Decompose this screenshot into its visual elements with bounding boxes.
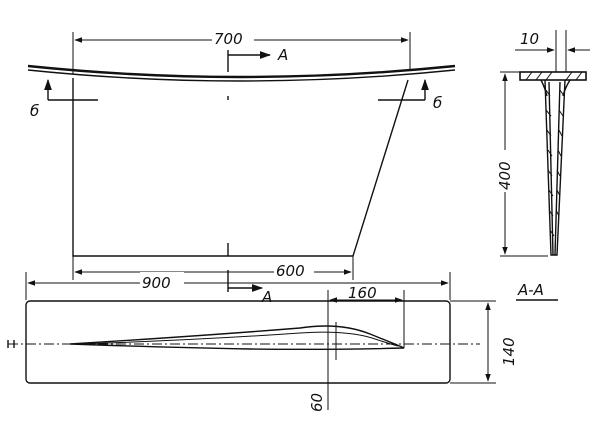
dim-900-label: 900 (142, 274, 171, 292)
plan-view: 900 160 60 140 (7, 272, 518, 412)
section-b-left-label: б (30, 102, 39, 120)
dim-700-label: 700 (214, 30, 243, 48)
base-plate (25, 300, 451, 384)
fin-profile (69, 325, 405, 351)
section-web (544, 79, 566, 256)
section-a-a-view: 10 400 А-А (494, 30, 590, 301)
section-caption: А-А (517, 281, 544, 299)
section-a-top-label: A (277, 46, 288, 64)
top-flange-lower-edge (27, 69, 456, 82)
dim-60-label: 60 (308, 393, 326, 412)
fin-outline (72, 78, 409, 257)
section-flange (519, 71, 587, 81)
dim-160-label: 160 (348, 284, 377, 302)
side-view: 700 A б б A 600 (27, 28, 456, 306)
top-flange (27, 64, 456, 79)
section-b-right-label: б (433, 94, 442, 112)
dim-400-label: 400 (496, 161, 514, 190)
dim-600-label: 600 (276, 262, 305, 280)
dim-140-label: 140 (500, 337, 518, 366)
section-a-bottom-label: A (261, 288, 272, 306)
dim-10-label: 10 (520, 30, 539, 48)
